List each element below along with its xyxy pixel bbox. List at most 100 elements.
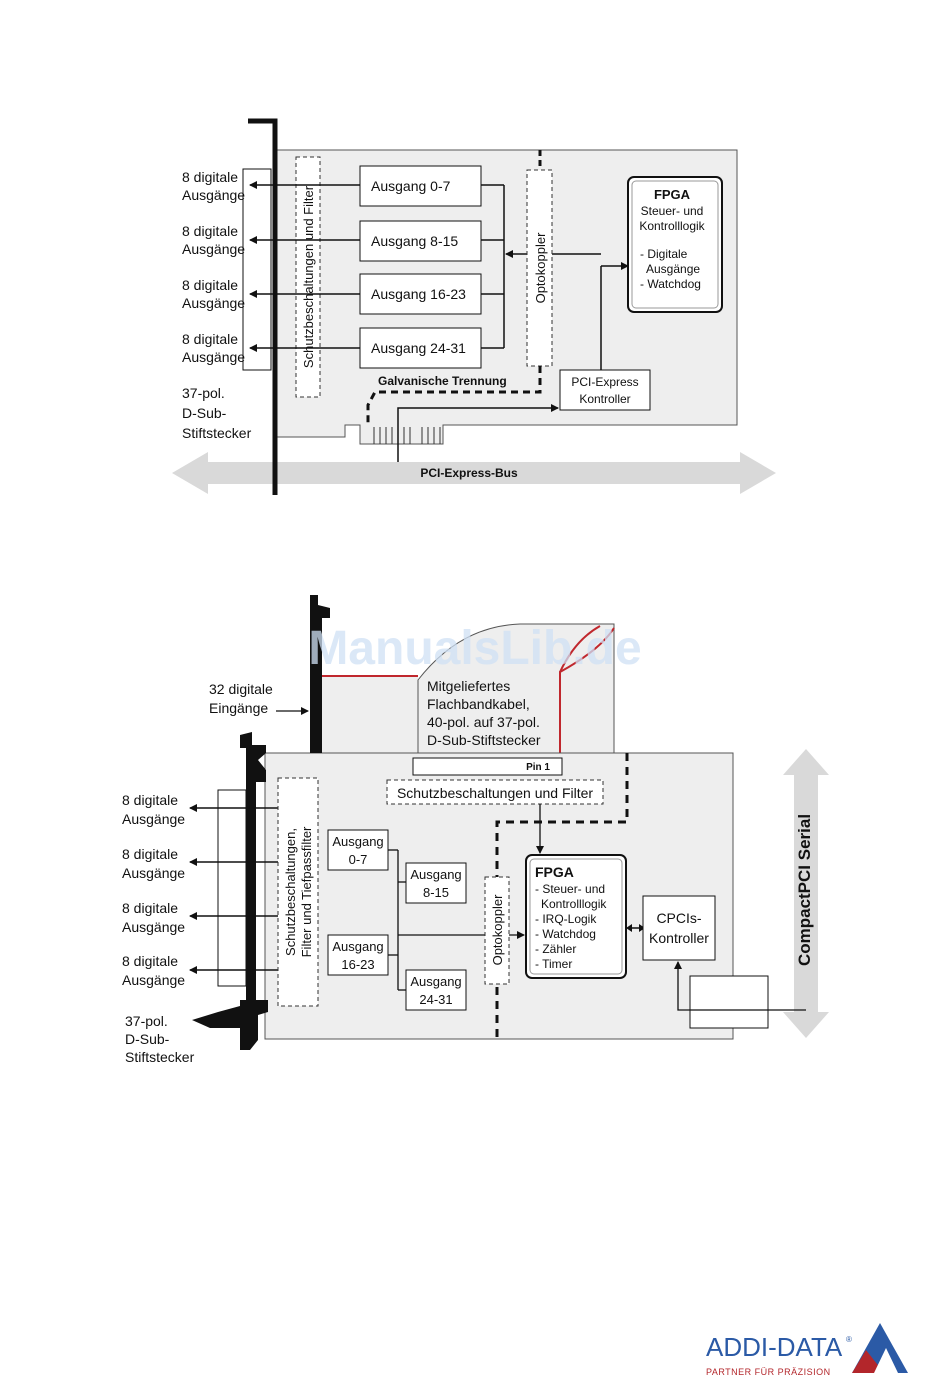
channel-label-2: Ausgang 8-15 (371, 233, 458, 249)
b-output-label-2a: 8 digitale (122, 846, 178, 862)
b-fpga-item-1b: Kontrolllogik (541, 897, 607, 911)
output-label-4b: Ausgänge (182, 349, 245, 365)
optocoupler-label: Optokoppler (533, 232, 548, 303)
b-fpga-chip (525, 854, 627, 979)
output-label-1a: 8 digitale (182, 169, 238, 185)
upper-panel (318, 676, 418, 753)
logo-tagline: PARTNER FÜR PRÄZISION (706, 1367, 831, 1377)
b-channel-3-b: 16-23 (341, 957, 374, 972)
watermark: ManualsLib.de (308, 622, 641, 675)
inputs-label-1: 32 digitale (209, 681, 273, 697)
fpga-line-1: Steuer- und (641, 204, 704, 218)
output-label-1b: Ausgänge (182, 187, 245, 203)
logo-reg: ® (846, 1335, 852, 1344)
b-output-label-3a: 8 digitale (122, 900, 178, 916)
b-channel-3-a: Ausgang (332, 939, 383, 954)
dsub-connector-outline (242, 168, 272, 371)
pcie-controller-box (559, 369, 651, 411)
bus-to-controller-link (397, 404, 559, 462)
output-label-3a: 8 digitale (182, 277, 238, 293)
channel-box-0-7 (359, 165, 482, 207)
cpci-bus-label: CompactPCI Serial (795, 814, 814, 966)
top-diagram: PCI-Express-Bus 8 digitale Ausgänge 8 di… (172, 118, 776, 495)
pin1-label: Pin 1 (526, 762, 550, 773)
logo-triangle-white (874, 1348, 898, 1373)
b-optocoupler-label: Optokoppler (490, 894, 505, 965)
b-channel-2-b: 8-15 (423, 885, 449, 900)
bottom-diagram: CompactPCI Serial 32 digitale Eingänge M… (122, 595, 829, 1065)
cable-label-1: Mitgeliefertes (427, 678, 510, 694)
b-fpga-title: FPGA (535, 864, 574, 880)
b-output-label-1b: Ausgänge (122, 811, 185, 827)
b-fpga-item-4: - Zähler (535, 942, 576, 956)
connector-label-3: Stiftstecker (182, 425, 252, 441)
channel-label-1: Ausgang 0-7 (371, 178, 451, 194)
b-output-label-1a: 8 digitale (122, 792, 178, 808)
b-channel-box-16-23 (327, 934, 389, 976)
output-label-4a: 8 digitale (182, 331, 238, 347)
controller-label-1: PCI-Express (571, 375, 638, 389)
b-optocoupler-box (484, 876, 510, 985)
output-label-2b: Ausgänge (182, 241, 245, 257)
ribbon-connector (412, 757, 563, 776)
filter-top-label: Schutzbeschaltungen und Filter (397, 785, 593, 801)
b-connector-label-3: Stiftstecker (125, 1049, 195, 1065)
optocoupler-box (526, 169, 553, 367)
connector-label-1: 37-pol. (182, 385, 225, 401)
ribbon-cable (417, 623, 615, 754)
b-channel-box-8-15 (405, 862, 467, 904)
fpga-line-2: Kontrolllogik (639, 219, 705, 233)
pcie-bus-arrow (172, 452, 776, 494)
filter-box-top (386, 779, 604, 805)
front-panel-upper (310, 595, 330, 753)
b-channel-2-a: Ausgang (410, 867, 461, 882)
b-channel-box-0-7 (327, 829, 389, 871)
fpga-chip (627, 176, 723, 313)
edge-connector-fingers (373, 427, 441, 444)
b-fpga-item-1: - Steuer- und (535, 882, 605, 896)
b-output-label-3b: Ausgänge (122, 919, 185, 935)
logo-name: ADDI-DATA (706, 1332, 843, 1362)
b-channel-4-a: Ausgang (410, 974, 461, 989)
inputs-label-2: Eingänge (209, 700, 268, 716)
channel-box-8-15 (359, 220, 482, 262)
cable-label-3: 40-pol. auf 37-pol. (427, 714, 540, 730)
fpga-item-2: - Watchdog (640, 277, 701, 291)
cable-label-4: D-Sub-Stiftstecker (427, 732, 541, 748)
b-channel-1-a: Ausgang (332, 834, 383, 849)
filter-side-label-1: Schutzbeschaltungen, (283, 828, 298, 956)
controller-label-2: Kontroller (579, 392, 630, 406)
cpcis-controller-box (642, 895, 716, 961)
isolation-dashed-path (366, 366, 542, 425)
fpga-item-1: - Digitale (640, 247, 688, 261)
b-fpga-item-3: - Watchdog (535, 927, 596, 941)
channel-label-4: Ausgang 24-31 (371, 340, 466, 356)
b-isolation-dashed-path (495, 753, 629, 1038)
bus-label: PCI-Express-Bus (420, 466, 518, 480)
backplane-connector (689, 975, 769, 1029)
dsub-connector-outline-2 (217, 789, 247, 987)
b-channel-4-b: 24-31 (419, 992, 452, 1007)
cable-label-2: Flachbandkabel, (427, 696, 530, 712)
connector-label-2: D-Sub- (182, 405, 227, 421)
b-fpga-item-5: - Timer (535, 957, 572, 971)
filter-box (295, 156, 321, 398)
b-connector-label-1: 37-pol. (125, 1013, 168, 1029)
isolation-label: Galvanische Trennung (378, 374, 507, 388)
fpga-item-1b: Ausgänge (646, 262, 700, 276)
logo-triangle-red (852, 1350, 884, 1373)
b-connector-label-2: D-Sub- (125, 1031, 170, 1047)
b-channel-1-b: 0-7 (349, 852, 368, 867)
output-label-3b: Ausgänge (182, 295, 245, 311)
fpga-title: FPGA (654, 187, 691, 202)
addi-data-logo: ADDI-DATA ® PARTNER FÜR PRÄZISION (706, 1323, 908, 1377)
front-panel-lower (192, 732, 268, 1050)
b-output-label-4b: Ausgänge (122, 972, 185, 988)
cpci-bus-arrow (783, 749, 829, 1038)
b-fpga-item-2: - IRQ-Logik (535, 912, 597, 926)
b-channel-box-24-31 (405, 969, 467, 1011)
cpcis-label-2: Kontroller (649, 930, 709, 946)
filter-box-side (277, 777, 319, 1007)
filter-label: Schutzbeschaltungen und Filter (301, 185, 316, 368)
